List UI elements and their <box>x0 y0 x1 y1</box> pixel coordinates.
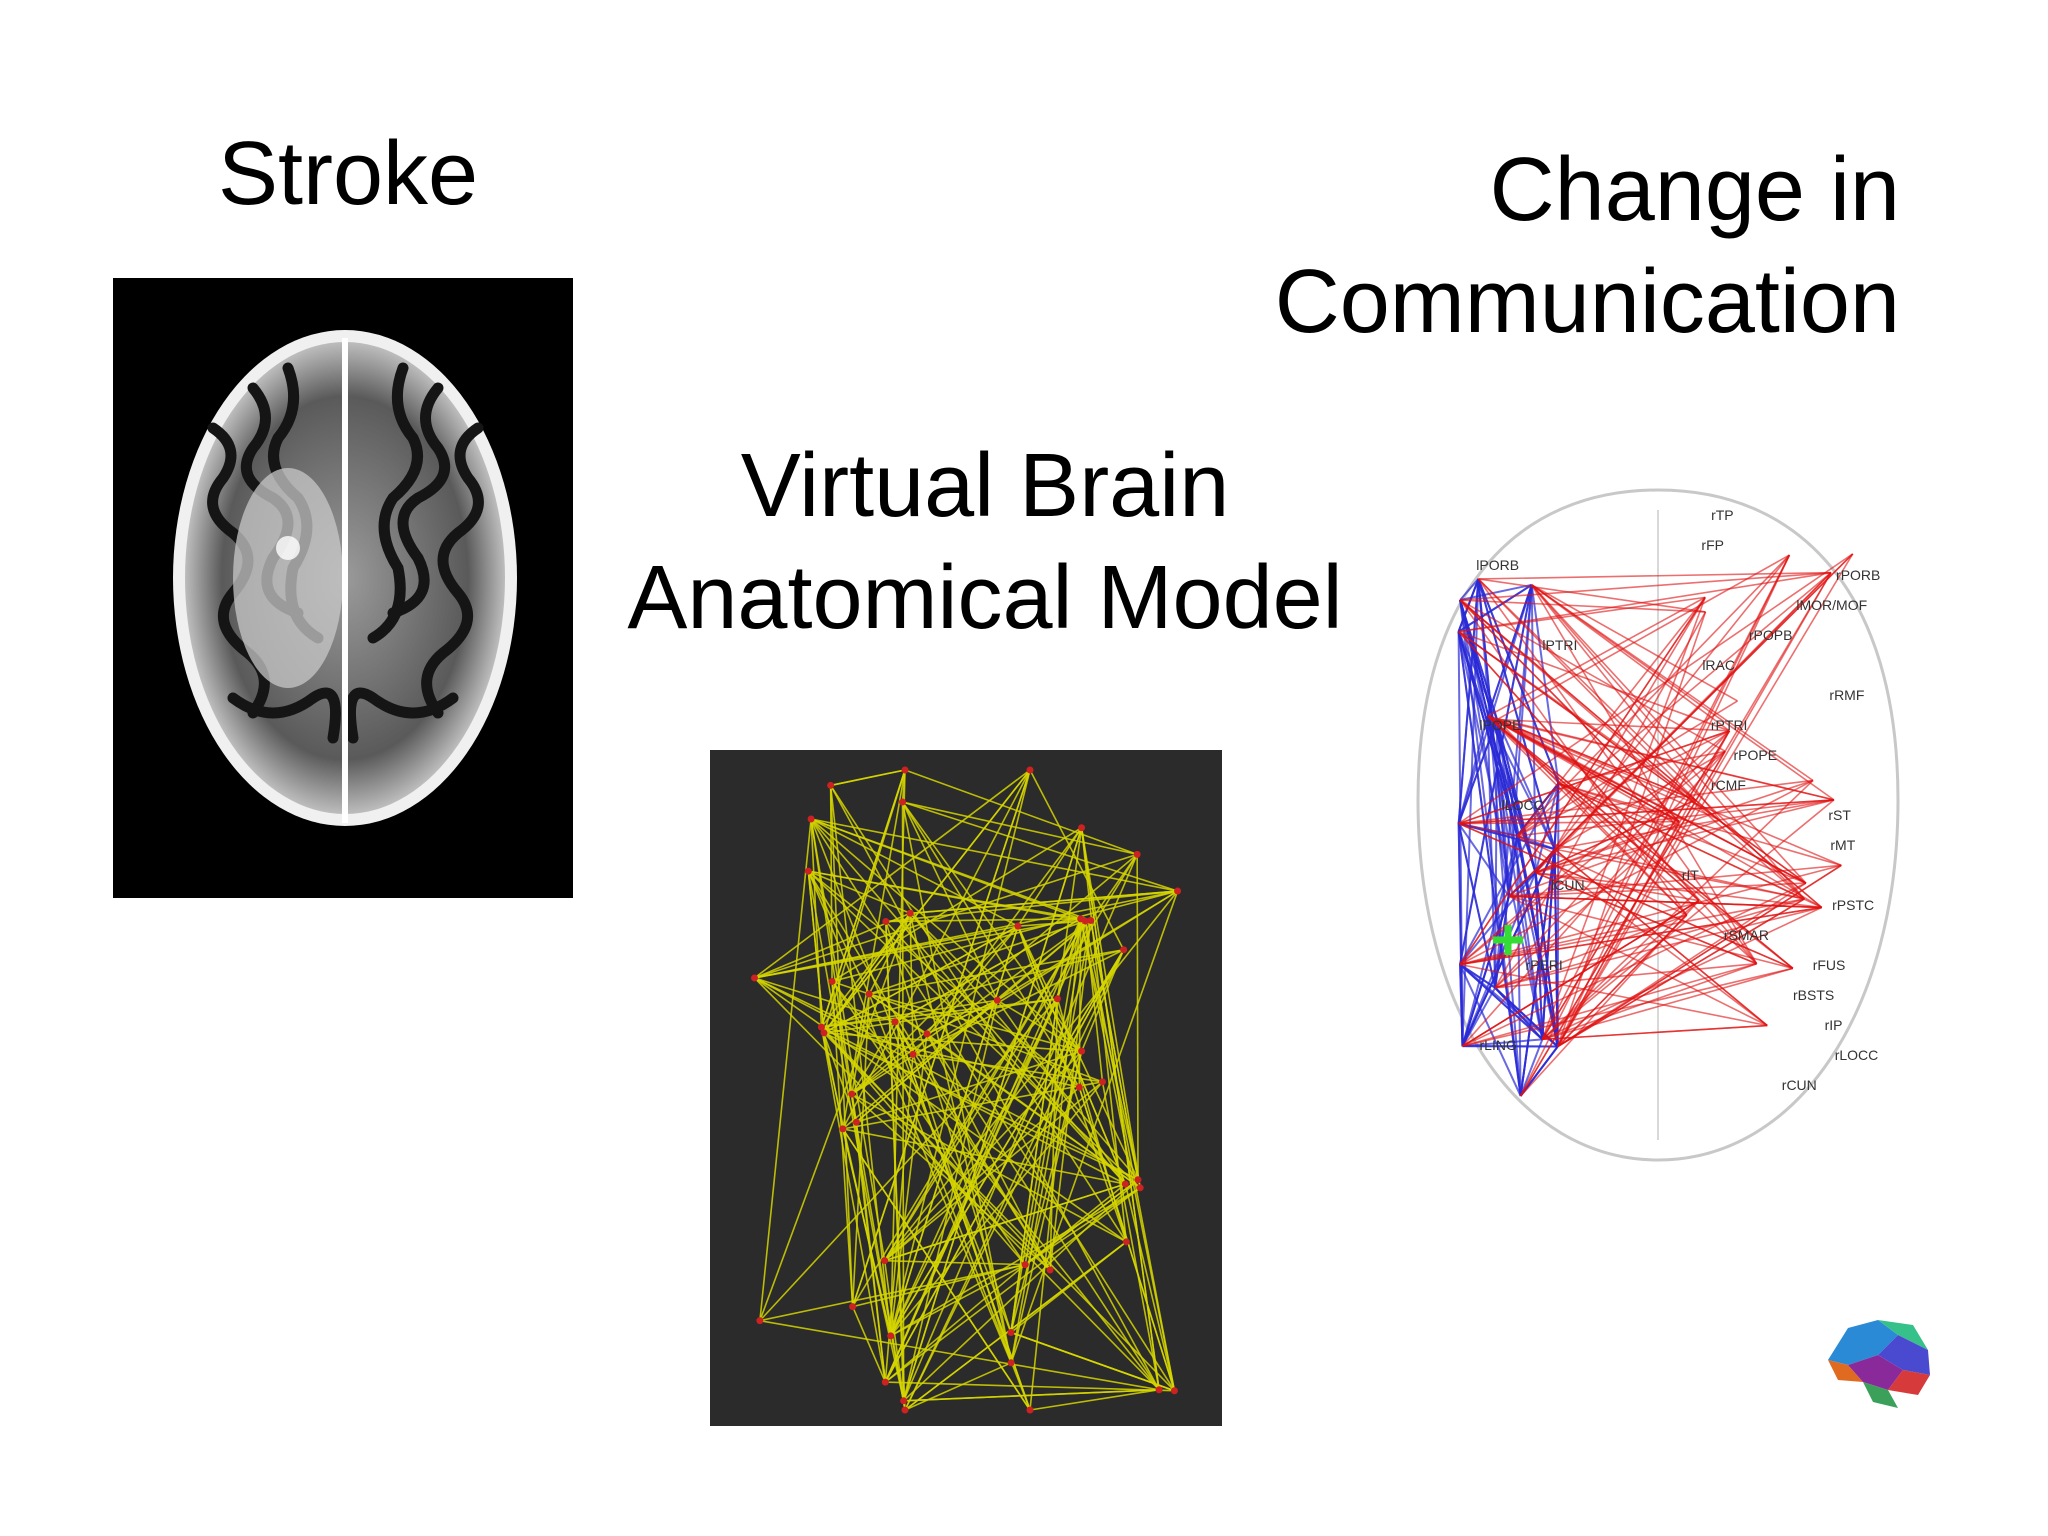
network-node <box>1026 766 1034 774</box>
network-node <box>839 1125 847 1133</box>
network-node <box>887 1332 895 1340</box>
network-node-label: rPOPB <box>1749 627 1793 643</box>
network-node <box>1121 1180 1129 1188</box>
network-node <box>1007 1328 1015 1336</box>
mri-brain-drawing <box>173 330 517 826</box>
network-node <box>1078 824 1086 832</box>
network-node <box>1155 1386 1163 1394</box>
network-node <box>817 1023 825 1031</box>
network-node-label: lPOPE <box>1479 717 1521 733</box>
network-node-label: rIT <box>1682 867 1700 883</box>
network-node <box>882 917 890 925</box>
network-node <box>807 815 815 823</box>
network-node <box>1174 887 1182 895</box>
network-node <box>1014 922 1022 930</box>
network-node-label: rLOCC <box>1835 1047 1879 1063</box>
network-node <box>1053 995 1061 1003</box>
network-node <box>1134 1176 1142 1184</box>
network-node-label: lCUN <box>1551 877 1584 893</box>
network-node <box>1120 946 1128 954</box>
network-node <box>1026 1406 1034 1414</box>
network-node <box>899 798 907 806</box>
change-title-line1: Change in <box>1489 140 1900 240</box>
network-node-label: rPTRI <box>1711 717 1748 733</box>
stroke-title-text: Stroke <box>218 124 479 224</box>
network-node-label: lLOCC <box>1502 797 1544 813</box>
virtual-brain-title-line2: Anatomical Model <box>627 548 1343 648</box>
network-node <box>993 996 1001 1004</box>
network-node <box>1087 916 1095 924</box>
network-node <box>1136 1184 1144 1192</box>
network-node <box>901 766 909 774</box>
virtual-brain-title: Virtual Brain Anatomical Model <box>600 430 1370 654</box>
network-node <box>865 990 873 998</box>
network-node <box>804 867 812 875</box>
network-node <box>923 1030 931 1038</box>
virtual-brain-title-line1: Virtual Brain <box>740 436 1230 536</box>
network-node-label: rCMF <box>1711 777 1746 793</box>
network-node-label: rPORB <box>1836 567 1880 583</box>
network-node <box>848 1090 856 1098</box>
brain-outline <box>1416 488 1900 1162</box>
network-node-label: rSMAR <box>1724 927 1769 943</box>
network-node <box>900 1397 908 1405</box>
network-node <box>1081 917 1089 925</box>
network-node <box>751 974 759 982</box>
network-node-label: lMOR/MOF <box>1796 597 1867 613</box>
network-node <box>827 781 835 789</box>
network-node <box>1098 1078 1106 1086</box>
network-node <box>901 1406 909 1414</box>
network-node <box>881 1378 889 1386</box>
network-node-label: rBSTS <box>1793 987 1834 1003</box>
network-node-label: rLING <box>1480 1037 1517 1053</box>
network-node <box>1170 1387 1178 1395</box>
network-node-label: rPERI <box>1525 957 1562 973</box>
change-title-line2: Communication <box>1274 252 1900 352</box>
brain-logo-icon <box>1828 1320 1930 1408</box>
network-node-label: rPOPE <box>1733 747 1777 763</box>
network-node-label: lPTRI <box>1542 637 1577 653</box>
network-node <box>1078 1047 1086 1055</box>
network-node-label: rMT <box>1830 837 1855 853</box>
network-node <box>849 1303 857 1311</box>
network-node-label: rCUN <box>1782 1077 1817 1093</box>
network-node-label: rRMF <box>1829 687 1864 703</box>
network-node <box>1122 1238 1130 1246</box>
network-node <box>852 1118 860 1126</box>
stroke-mri-image <box>113 278 573 898</box>
network-node <box>1007 1359 1015 1367</box>
network-node <box>1133 850 1141 858</box>
network-node-label: rIP <box>1825 1017 1843 1033</box>
network-node-label: lRAC <box>1702 657 1735 673</box>
network-node-label: rPSTC <box>1832 897 1874 913</box>
network-node-label: rST <box>1828 807 1851 823</box>
network-node <box>756 1317 764 1325</box>
network-node-label: rFP <box>1701 537 1724 553</box>
network-node <box>906 909 914 917</box>
network-node <box>909 1050 917 1058</box>
stroke-title: Stroke <box>218 118 478 230</box>
yellow-connectivity-network <box>751 766 1182 1414</box>
change-in-communication-title: Change in Communication <box>1275 134 1900 358</box>
network-node-label: rTP <box>1711 507 1734 523</box>
network-node <box>1075 1083 1083 1091</box>
network-node <box>891 1018 899 1026</box>
virtual-brain-logo <box>1818 1310 1936 1410</box>
virtual-brain-anatomical-model-image <box>710 750 1222 1426</box>
green-marker <box>1493 925 1523 955</box>
network-node-label: lPORB <box>1476 557 1519 573</box>
network-node <box>1046 1266 1054 1274</box>
network-node <box>881 1257 889 1265</box>
network-node <box>820 1029 828 1037</box>
network-node <box>1021 1261 1029 1269</box>
network-node-label: rFUS <box>1813 957 1846 973</box>
network-node <box>828 977 836 985</box>
